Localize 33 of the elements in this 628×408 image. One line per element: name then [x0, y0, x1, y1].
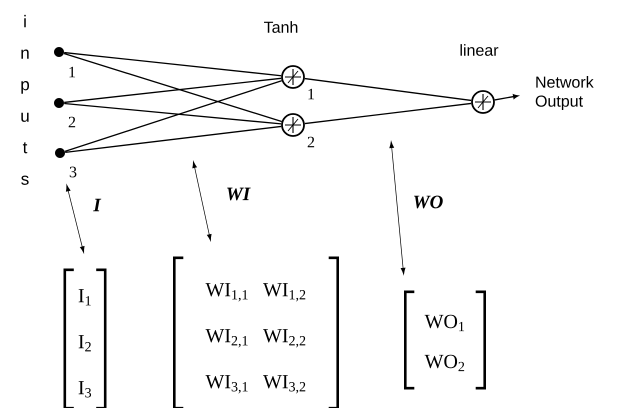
connection-line [65, 126, 282, 154]
node-index: 3 [70, 166, 76, 178]
node-index: 2 [68, 116, 76, 128]
output-label: Network Output [536, 76, 594, 110]
matrix: WI$_{1,1}$ WI$_{1,2}$ WI$_{2,1}$ WI$_{2,2}$ WI$_{3,1}$ WI$_{3,2}$ [173, 256, 339, 408]
neuron-symbol [281, 65, 305, 89]
edge-label: WO [414, 196, 443, 208]
double-arrow [389, 141, 406, 275]
double-arrow [192, 161, 212, 241]
connection-line [64, 52, 282, 76]
vertical-label: inputs [21, 14, 30, 185]
double-arrow [66, 184, 84, 253]
connection-line [64, 52, 282, 122]
matrix: I$_{1}$ I$_{2}$ I$_{3}$ [64, 268, 106, 408]
input-dot [54, 98, 64, 108]
input-dot [54, 47, 64, 57]
connection-line [304, 102, 472, 124]
arrow [494, 94, 518, 101]
connection-line [304, 78, 472, 102]
connection-line [64, 102, 282, 125]
layer-label: Tanh [264, 21, 298, 33]
neuron-symbol [471, 90, 495, 114]
connection-line [64, 78, 282, 104]
neuron-symbol [281, 113, 305, 137]
connection-line [64, 80, 282, 152]
edge-label: I [93, 198, 102, 212]
matrix: WO$_{1}$ WO$_{2}$ [404, 290, 486, 390]
edge-label: WI [227, 188, 251, 200]
node-index: 1 [308, 88, 314, 100]
layer-label: linear [460, 44, 498, 56]
input-dot [55, 148, 65, 158]
node-index: 1 [69, 66, 76, 78]
node-index: 2 [308, 136, 314, 148]
